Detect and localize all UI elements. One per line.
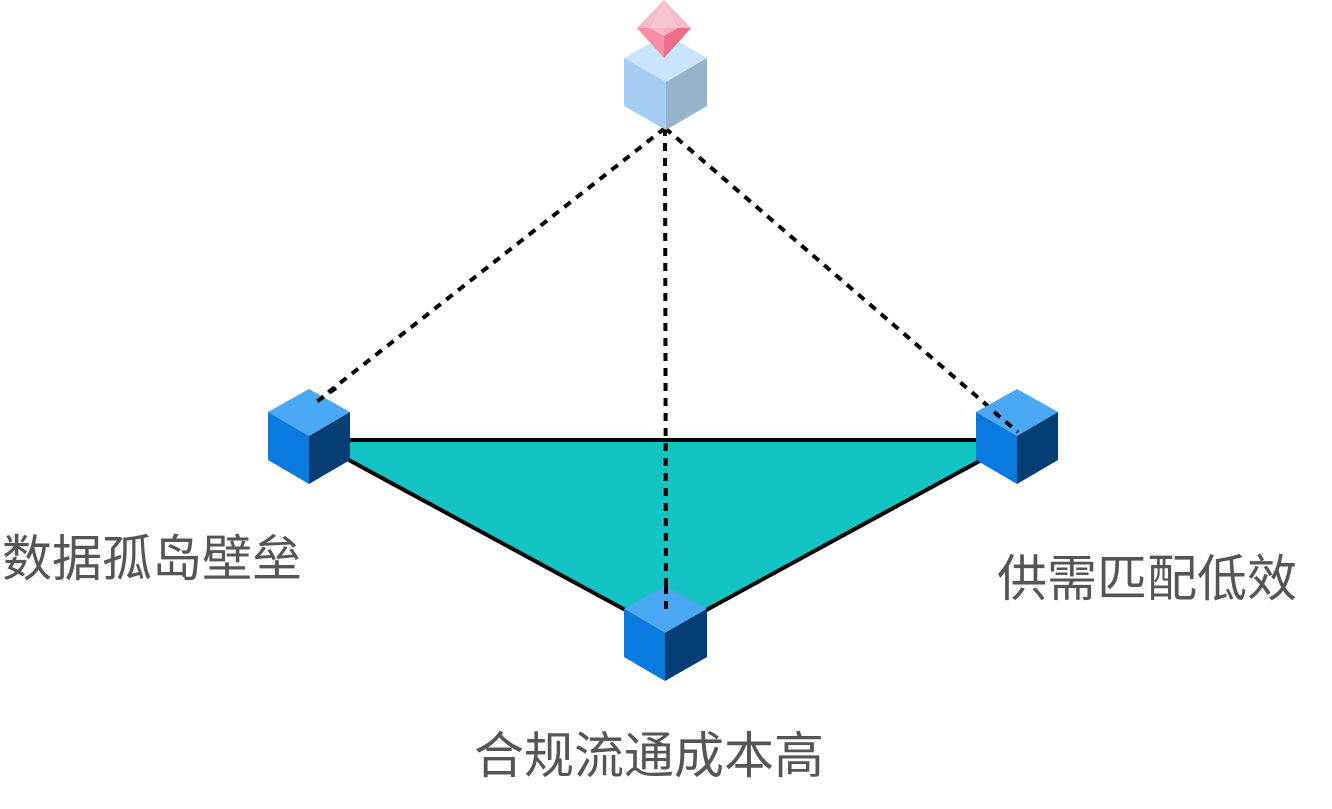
cube-icon-bottom: [624, 586, 707, 681]
dotted-connectors: [310, 126, 1020, 611]
label-compliance-cost: 合规流通成本高: [474, 727, 824, 785]
dotted-line-right: [663, 126, 1020, 434]
cube-icon-left: [268, 389, 350, 484]
label-supply-demand: 供需匹配低效: [997, 550, 1297, 608]
dotted-line-center: [663, 127, 668, 611]
gem-icon: [637, 0, 691, 58]
dotted-overlays: [310, 386, 1020, 610]
dotted-line-left: [310, 126, 667, 407]
apex-cube-icon: [624, 34, 707, 130]
label-data-silo: 数据孤岛壁垒: [2, 530, 302, 588]
cube-icon-right: [976, 389, 1058, 484]
